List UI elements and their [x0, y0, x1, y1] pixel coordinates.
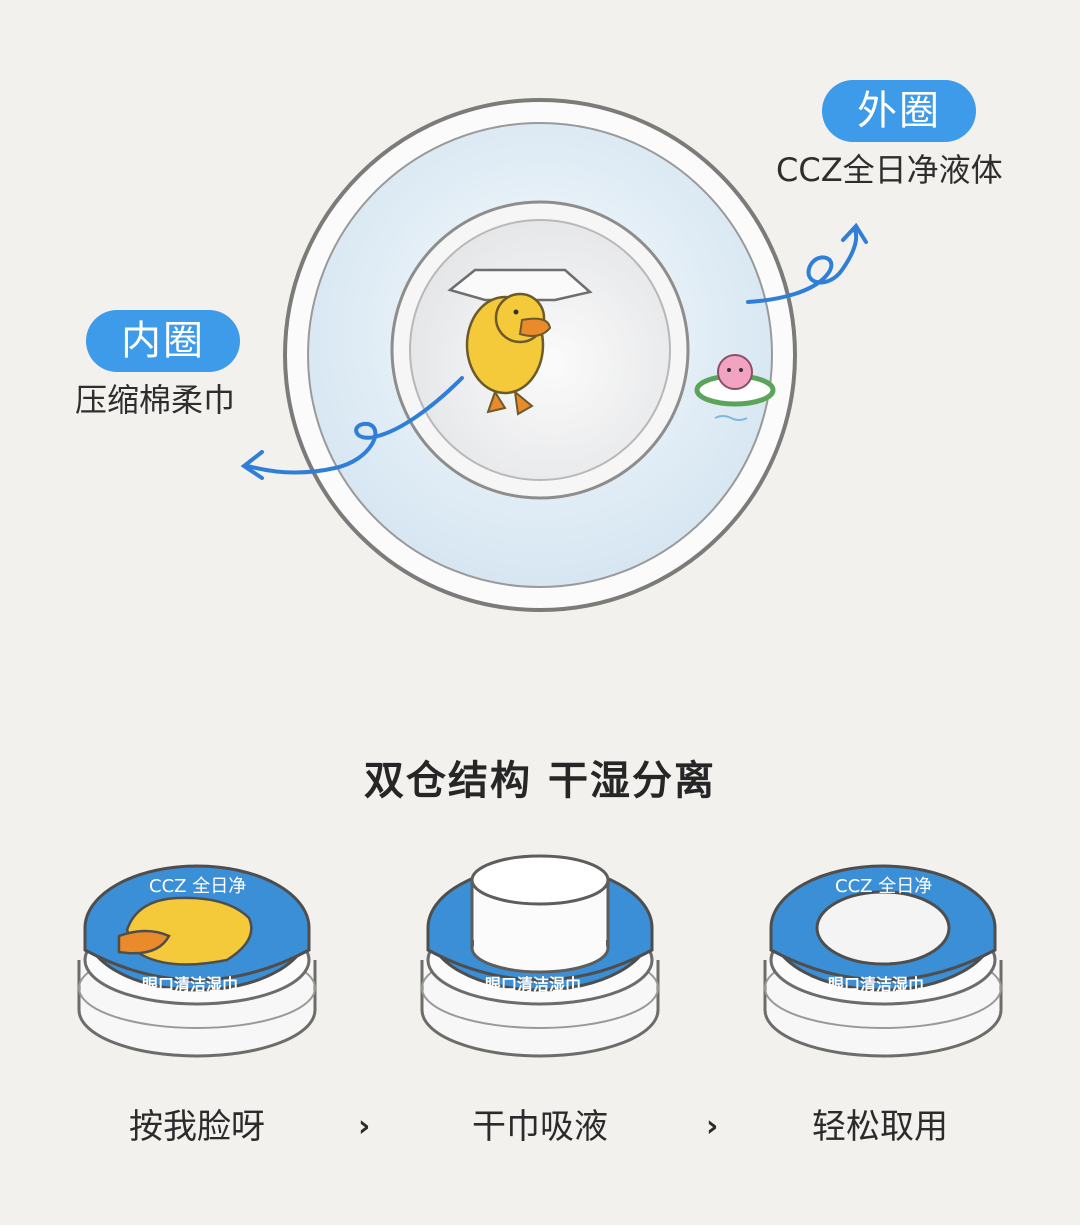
step-3-open-jar: CCZ 全日净 眼口清洁湿巾	[763, 864, 1003, 1058]
section-title: 双仓结构 干湿分离	[364, 758, 716, 804]
step-1-closed-jar: CCZ 全日净 眼口清洁湿巾	[77, 864, 317, 1058]
dual-chamber-illustration	[240, 98, 868, 612]
outer-ring-description: CCZ全日净液体	[776, 151, 1003, 189]
product-name-text: 眼口清洁湿巾	[142, 975, 238, 994]
step-2-label: 干巾吸液	[472, 1107, 608, 1147]
product-brand-text: CCZ 全日净	[149, 876, 246, 897]
inner-ring-description: 压缩棉柔巾	[75, 381, 236, 419]
duck-mascot-icon	[447, 268, 593, 416]
product-brand-text: CCZ 全日净	[835, 876, 932, 897]
octopus-float-icon	[694, 354, 776, 421]
step-2-towel-jar: 眼口清洁湿巾	[420, 854, 660, 1058]
inner-pointer-arrow	[240, 376, 464, 480]
product-name-text: 眼口清洁湿巾	[828, 975, 924, 994]
step-arrow-icon: ›	[706, 1109, 719, 1144]
outer-pointer-arrow	[746, 222, 868, 304]
step-arrow-icon: ›	[358, 1109, 371, 1144]
step-1-label: 按我脸呀	[129, 1107, 265, 1147]
steps-illustration: CCZ 全日净 眼口清洁湿巾 眼口清洁湿巾 CCZ 全日净 眼口清洁湿巾	[77, 854, 1003, 1058]
product-name-text: 眼口清洁湿巾	[485, 975, 581, 994]
step-3-label: 轻松取用	[812, 1107, 948, 1147]
outer-ring-tag: 外圈	[822, 80, 976, 142]
inner-ring-tag: 内圈	[86, 310, 240, 372]
